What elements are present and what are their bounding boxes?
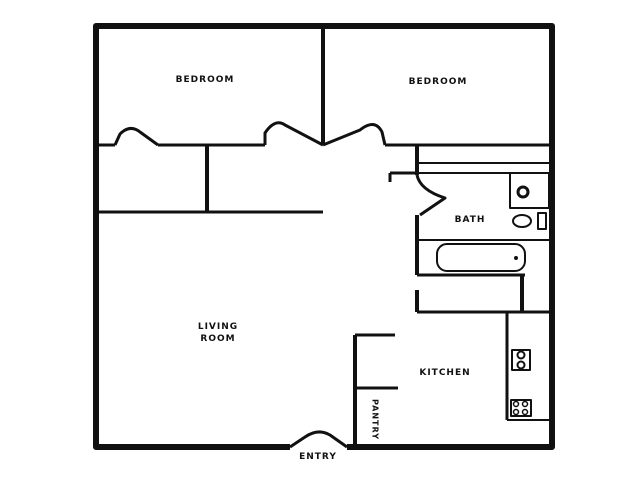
entry-door: [289, 430, 348, 449]
room-label-living: LIVING: [197, 322, 239, 332]
room-label-pantry: PANTRY: [370, 399, 380, 440]
burner-icon: [521, 408, 529, 416]
sink-counter: [509, 172, 550, 209]
burner-icon: [512, 408, 520, 416]
bedroom-left-door: [263, 121, 324, 147]
bedroom-right-door: [322, 123, 387, 147]
bath-door: [415, 174, 447, 217]
room-label-entry: ENTRY: [299, 452, 337, 462]
stove: [510, 399, 532, 417]
room-label-bedroom-right: BEDROOM: [408, 77, 468, 87]
sink-basin-icon: [516, 350, 526, 360]
room-label-kitchen: KITCHEN: [419, 368, 471, 378]
room-label-bath: BATH: [454, 215, 486, 225]
room-label-room: ROOM: [200, 334, 236, 344]
bathtub-icon: [436, 243, 526, 272]
room-label-bedroom-left: BEDROOM: [175, 75, 235, 85]
kitchen-sink: [511, 349, 531, 371]
toilet-icon: [512, 214, 532, 228]
closet-door: [113, 127, 159, 147]
burner-icon: [521, 400, 529, 408]
toilet-tank: [537, 212, 547, 230]
sink-icon: [516, 185, 530, 199]
burner-icon: [512, 400, 520, 408]
drain-icon: [514, 256, 518, 260]
sink-basin-icon: [516, 360, 526, 370]
